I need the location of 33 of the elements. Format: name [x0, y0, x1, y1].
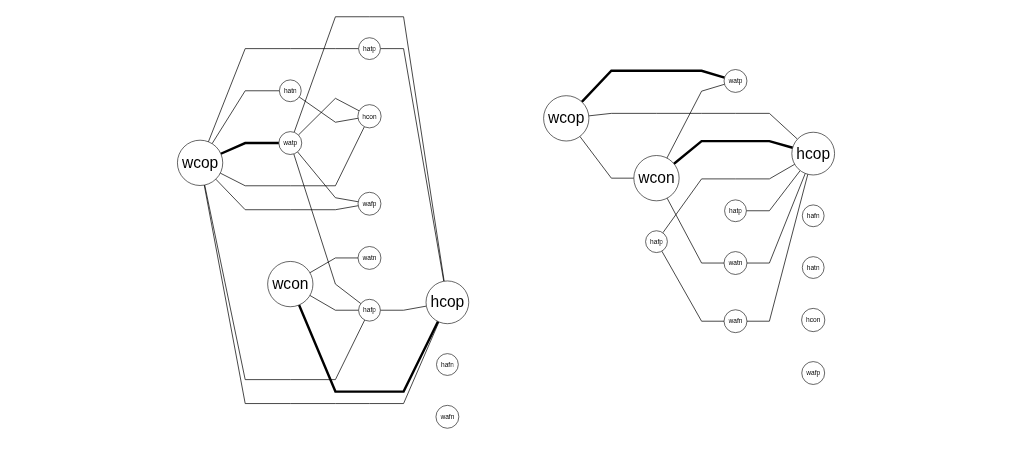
connector [204, 184, 366, 380]
connector [293, 153, 362, 304]
connector [662, 163, 796, 234]
connector [309, 257, 359, 274]
connector [666, 197, 725, 264]
connector [215, 178, 359, 211]
node-circle: wcon [633, 155, 680, 202]
connector [293, 16, 445, 282]
connector [673, 139, 793, 165]
node-circle: hcop [425, 280, 470, 324]
connector [297, 151, 359, 203]
node-circle: wcop [543, 95, 590, 142]
connector [297, 304, 440, 393]
connector [219, 126, 365, 187]
connector [581, 69, 725, 103]
connector [208, 48, 359, 143]
connector [746, 170, 801, 212]
connector [579, 136, 635, 179]
connector [746, 173, 806, 264]
connector [211, 90, 280, 144]
node-circle: hcop [791, 131, 835, 176]
connector [588, 113, 798, 140]
connector [380, 305, 427, 311]
node-circle: wcon [267, 261, 314, 308]
connector [220, 141, 279, 155]
node-circle: wcop [177, 139, 224, 186]
connector [746, 173, 809, 322]
connector [298, 97, 360, 136]
connector [661, 250, 725, 322]
connector [309, 295, 359, 311]
connector [666, 83, 725, 159]
connector [298, 96, 359, 123]
connector [203, 184, 440, 404]
